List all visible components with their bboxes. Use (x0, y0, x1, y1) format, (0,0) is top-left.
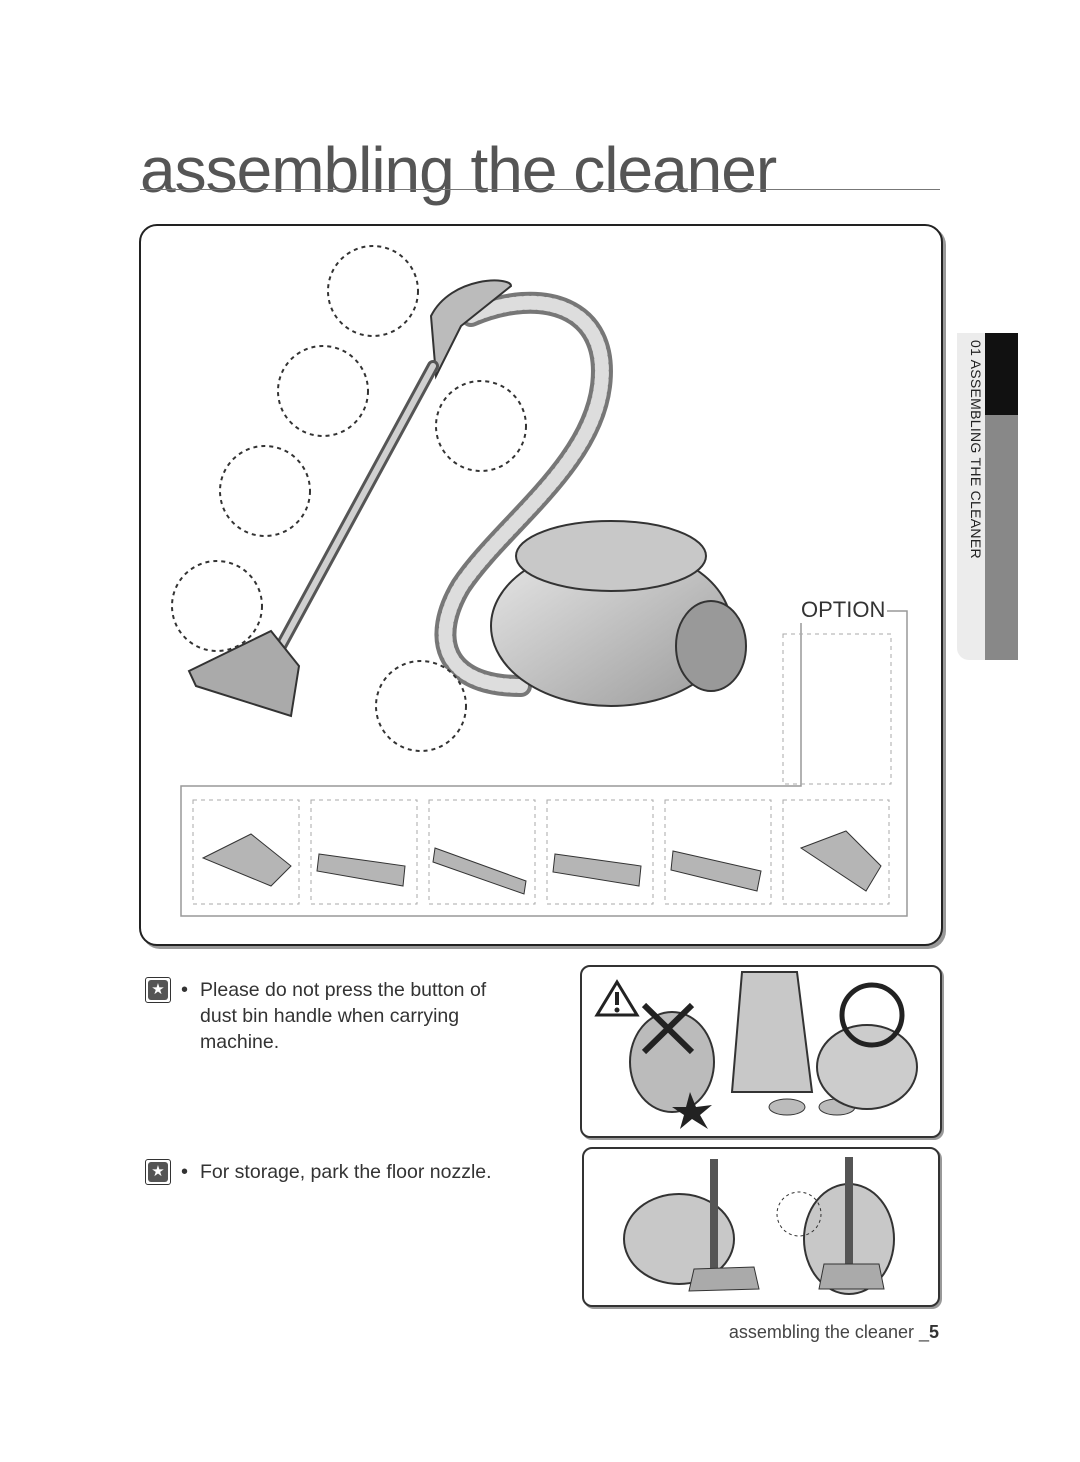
nozzle-option-4 (546, 799, 654, 905)
note-carrying: ★ • Please do not press the button of du… (145, 977, 510, 1055)
burst-icon (672, 1092, 712, 1129)
wheel (675, 600, 747, 692)
nozzle-options (192, 799, 890, 905)
detail-circle-1 (327, 245, 419, 337)
vacuum-assembly-illustration (171, 245, 908, 917)
option-hose-box (782, 633, 892, 785)
page-title: assembling the cleaner (140, 134, 777, 206)
chapter-tab-strip (985, 415, 1018, 660)
storage-illustration (582, 1147, 940, 1307)
nozzle-option-3 (428, 799, 536, 905)
nozzle-option-6 (782, 799, 890, 905)
parked-nozzle (688, 1266, 760, 1292)
option-label: OPTION (799, 597, 888, 623)
hose-handle (429, 279, 513, 380)
option-frame (180, 610, 908, 917)
carrying-illustration (580, 965, 942, 1138)
cleaner-wrong-carry (629, 1011, 715, 1113)
page-number: 5 (928, 1322, 939, 1342)
title-rule (140, 189, 940, 190)
chapter-tab-background (957, 333, 985, 660)
note-text: Please do not press the button of dust b… (200, 979, 487, 1053)
floor-nozzle (187, 629, 301, 718)
chapter-tab-label: 01 ASSEMBLING THE CLEANER (968, 340, 984, 559)
detail-circle-6 (375, 660, 467, 752)
detail-circle-2 (277, 345, 369, 437)
detail-circle-5 (435, 380, 527, 472)
footer-text: assembling the cleaner _ (728, 1322, 929, 1342)
detail-circle-4 (171, 560, 263, 652)
note-text: For storage, park the floor nozzle. (200, 1161, 492, 1183)
nozzle-option-2 (310, 799, 418, 905)
parked-nozzle-upright (818, 1263, 885, 1290)
note-storage: ★ • For storage, park the floor nozzle. (145, 1159, 492, 1185)
correct-circle-icon (839, 982, 905, 1048)
detail-circle-3 (219, 445, 311, 537)
cleaner-side-view (623, 1193, 735, 1285)
chapter-tab-marker (985, 333, 1018, 415)
bullet: • (181, 979, 189, 1001)
cleaner-right-carry (816, 1024, 918, 1110)
star-note-icon: ★ (145, 977, 171, 1003)
nozzle-option-1 (192, 799, 300, 905)
person-legs (730, 971, 814, 1093)
bullet: • (181, 1161, 189, 1183)
star-note-icon: ★ (145, 1159, 171, 1185)
dust-bin-lid (515, 520, 707, 592)
page-footer: assembling the cleaner _5 (729, 1322, 939, 1343)
assembly-illustration-panel (139, 224, 943, 946)
nozzle-option-5 (664, 799, 772, 905)
